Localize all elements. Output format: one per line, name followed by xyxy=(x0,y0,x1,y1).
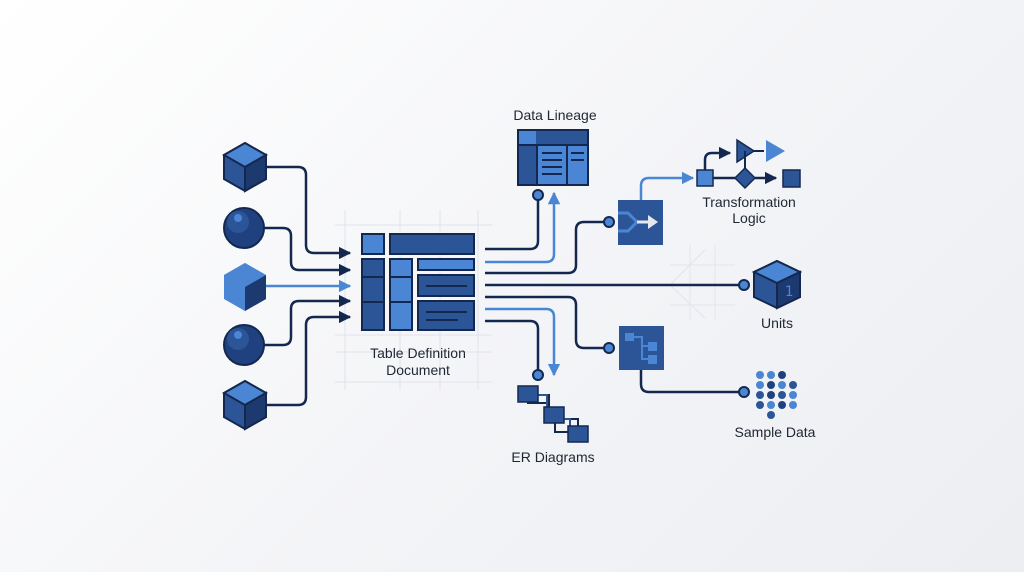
center-label-line1: Table Definition xyxy=(370,345,466,361)
input-item-2[interactable] xyxy=(223,207,265,249)
input-item-4[interactable] xyxy=(223,324,265,366)
units-label: Units xyxy=(761,315,793,331)
sample-data-dot xyxy=(767,381,775,389)
input-connectors xyxy=(264,165,352,407)
transformation-logic-icon[interactable] xyxy=(696,138,801,190)
table-definition-document[interactable] xyxy=(361,233,475,331)
er-diagrams-label: ER Diagrams xyxy=(511,449,594,465)
sample-data-dot xyxy=(778,401,786,409)
merge-node-icon[interactable] xyxy=(618,200,663,245)
data-lineage-icon[interactable] xyxy=(517,129,589,186)
transformation-logic-label-line2: Logic xyxy=(732,210,765,226)
input-item-1[interactable] xyxy=(221,141,269,193)
output-connectors xyxy=(485,171,750,398)
sample-data-dot xyxy=(789,391,797,399)
connector-to-lineage-light xyxy=(485,191,561,264)
sample-data-label: Sample Data xyxy=(735,424,816,440)
connector-to-transform xyxy=(485,220,604,275)
connector-input-5 xyxy=(266,310,352,407)
background-grid-right xyxy=(669,245,735,320)
input-item-3[interactable] xyxy=(224,263,266,311)
sample-data-dot xyxy=(767,391,775,399)
sample-data-dot xyxy=(767,411,775,419)
input-item-5[interactable] xyxy=(221,379,269,431)
sample-data-dot xyxy=(767,401,775,409)
connector-input-4 xyxy=(264,294,352,347)
units-icon[interactable]: 1 xyxy=(751,259,803,310)
connector-to-lineage-dark xyxy=(485,200,540,251)
er-diagram-icon[interactable] xyxy=(517,385,589,443)
sample-data-dot xyxy=(756,371,764,379)
connector-transform-to-logic xyxy=(639,171,695,200)
units-badge: 1 xyxy=(785,284,793,300)
data-lineage-label: Data Lineage xyxy=(513,107,597,123)
sample-data-dot xyxy=(767,371,775,379)
sample-data-dot xyxy=(756,381,764,389)
connector-to-tree xyxy=(485,295,604,350)
hierarchy-tree-icon[interactable] xyxy=(619,326,664,370)
sample-data-dot xyxy=(778,371,786,379)
connector-to-er-light xyxy=(485,307,561,377)
connector-input-2 xyxy=(264,226,352,277)
sample-data-dot xyxy=(789,401,797,409)
sample-data-dot xyxy=(756,391,764,399)
transformation-logic-label-line1: Transformation xyxy=(702,194,796,210)
center-label-line2: Document xyxy=(386,362,450,378)
sample-data-dot xyxy=(778,391,786,399)
connector-tree-to-sample xyxy=(639,370,739,394)
connector-input-1 xyxy=(266,165,352,260)
sample-data-icon[interactable] xyxy=(756,371,797,419)
connector-to-er-dark xyxy=(485,319,540,370)
sample-data-dot xyxy=(756,401,764,409)
sample-data-dot xyxy=(789,381,797,389)
sample-data-dot xyxy=(778,381,786,389)
